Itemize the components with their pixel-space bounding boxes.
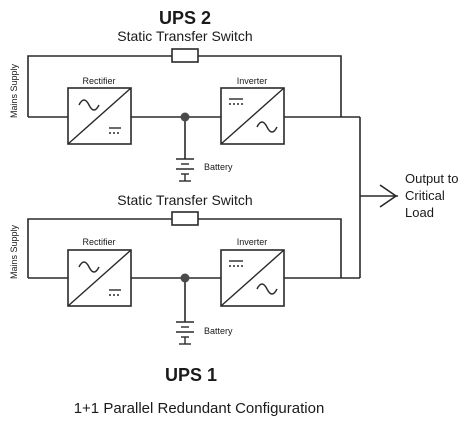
ups1-battery-label: Battery [204, 326, 233, 336]
output-label-line1: Output to [405, 171, 458, 186]
ups1-bypass-wire-right [198, 218, 342, 278]
dc-to-ac-icon [229, 98, 278, 133]
output-label-line2: Critical [405, 188, 445, 203]
ups2-inverter [220, 87, 285, 145]
ups1-inverter [220, 249, 285, 307]
ups1-mains-label: Mains Supply [9, 224, 19, 279]
ups2-static-transfer-switch [171, 48, 199, 63]
output-section: Output to Critical Load [359, 117, 458, 278]
ups1-section: Static Transfer Switch Mains Supply Rect… [9, 192, 360, 385]
ups1-dc-junction [180, 273, 190, 283]
ups2-dc-junction [180, 112, 190, 122]
ups1-rectifier [67, 249, 132, 307]
ups2-bypass-wire-right [198, 55, 342, 117]
ups1-bypass-wire-left [27, 218, 172, 278]
ups1-inverter-label: Inverter [237, 237, 268, 247]
diagram-caption: 1+1 Parallel Redundant Configuration [74, 400, 325, 417]
ups2-bypass-wire-left [27, 55, 172, 117]
ups2-battery-label: Battery [204, 162, 233, 172]
ups2-rectifier [67, 87, 132, 145]
ups1-sts-label: Static Transfer Switch [117, 192, 252, 208]
battery-icon [176, 158, 194, 182]
output-label-line3: Load [405, 205, 434, 220]
battery-icon [176, 321, 194, 345]
output-arrow-icon [379, 184, 398, 208]
ac-to-dc-icon [78, 261, 121, 296]
ups2-rectifier-label: Rectifier [82, 76, 115, 86]
dc-to-ac-icon [229, 260, 278, 295]
ups2-inverter-label: Inverter [237, 76, 268, 86]
ups1-title: UPS 1 [165, 365, 217, 385]
ups1-rectifier-label: Rectifier [82, 237, 115, 247]
ups2-mains-label: Mains Supply [9, 63, 19, 118]
ups2-section: UPS 2 Static Transfer Switch Mains Suppl… [9, 8, 360, 182]
ups2-title: UPS 2 [159, 8, 211, 28]
ups2-sts-label: Static Transfer Switch [117, 28, 252, 44]
ups1-static-transfer-switch [171, 211, 199, 226]
ac-to-dc-icon [78, 99, 121, 134]
